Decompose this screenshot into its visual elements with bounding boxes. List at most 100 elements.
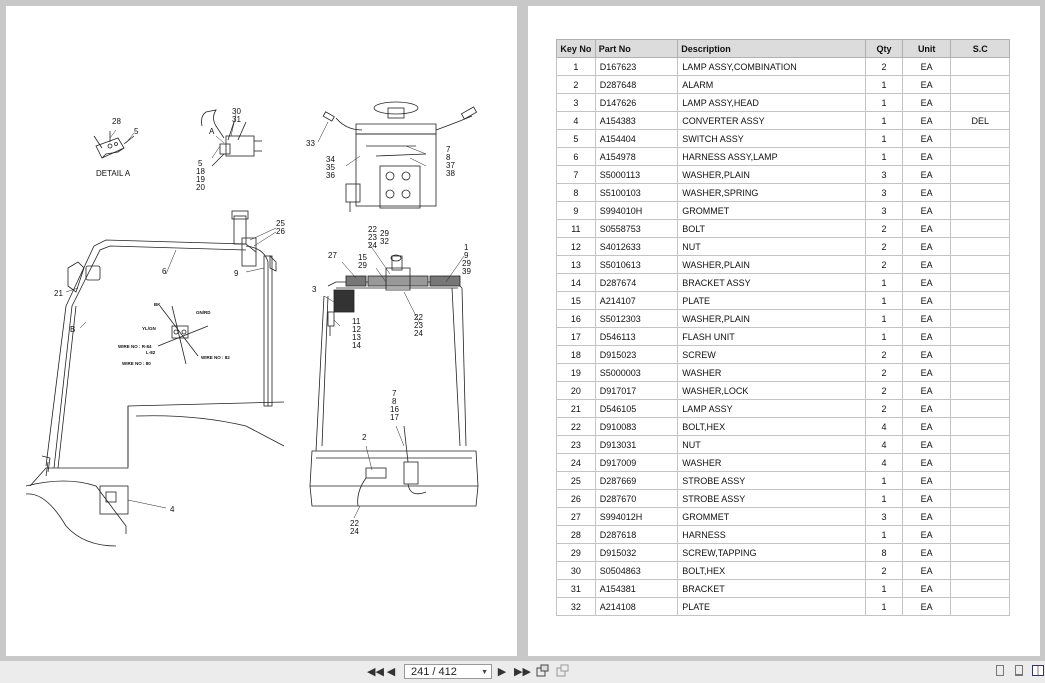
description-cell: LAMP ASSY,HEAD (677, 93, 867, 112)
qty-cell: 1 (865, 597, 903, 616)
rotate-icon[interactable] (535, 664, 549, 680)
description-cell: LAMP ASSY (677, 399, 867, 418)
parts-table: Key No Part No Description Qty Unit S.C … (556, 39, 1010, 616)
part-no-cell: S5000113 (594, 165, 679, 184)
part-no-cell: S0558753 (594, 219, 679, 238)
callout-19: 19 (196, 175, 205, 184)
parts-list-page: Key No Part No Description Qty Unit S.C … (528, 6, 1040, 656)
wire-label-ylgn: YL/GN (142, 326, 156, 331)
key-no-cell: 6 (556, 147, 596, 166)
part-no-cell: D287648 (594, 75, 679, 94)
key-no-cell: 28 (556, 525, 596, 544)
part-no-cell: A214107 (594, 291, 679, 310)
callout-26: 26 (276, 227, 285, 236)
key-no-cell: 20 (556, 381, 596, 400)
sc-cell (950, 75, 1010, 94)
qty-cell: 1 (865, 129, 903, 148)
callout-34: 34 (326, 155, 335, 164)
description-cell: WASHER,LOCK (677, 381, 867, 400)
unit-cell: EA (901, 381, 952, 400)
qty-cell: 4 (865, 417, 903, 436)
key-no-cell: 30 (556, 561, 596, 580)
part-no-cell: S5012303 (594, 309, 679, 328)
sc-cell (950, 543, 1010, 562)
part-no-cell: D287669 (594, 471, 679, 490)
description-cell: GROMMET (677, 201, 867, 220)
qty-cell: 1 (865, 309, 903, 328)
sc-cell (950, 381, 1010, 400)
key-no-cell: 18 (556, 345, 596, 364)
part-no-cell: D546113 (594, 327, 679, 346)
unit-cell: EA (901, 345, 952, 364)
chevron-down-icon[interactable]: ▼ (481, 669, 488, 676)
first-page-icon[interactable]: ◀◀ (367, 666, 384, 678)
key-no-cell: 14 (556, 273, 596, 292)
callout-16: 16 (390, 405, 399, 414)
sc-cell (950, 93, 1010, 112)
part-no-cell: D287618 (594, 525, 679, 544)
unit-cell: EA (901, 147, 952, 166)
single-page-view-icon[interactable] (996, 665, 1004, 676)
rotate-back-icon[interactable] (555, 664, 569, 680)
sc-cell (950, 525, 1010, 544)
key-no-cell: 26 (556, 489, 596, 508)
sc-cell (950, 129, 1010, 148)
key-no-cell: 7 (556, 165, 596, 184)
description-cell: STROBE ASSY (677, 489, 867, 508)
page-number-input[interactable]: 241 / 412 ▼ (404, 664, 492, 679)
key-no-cell: 24 (556, 453, 596, 472)
key-no-cell: 2 (556, 75, 596, 94)
column-header-qty: Qty (865, 39, 903, 58)
sc-cell (950, 435, 1010, 454)
description-cell: STROBE ASSY (677, 471, 867, 490)
wire-label-l82: L-82 (146, 350, 156, 355)
qty-cell: 2 (865, 561, 903, 580)
qty-cell: 2 (865, 255, 903, 274)
description-cell: BOLT (677, 219, 867, 238)
callout-13: 13 (352, 333, 361, 342)
unit-cell: EA (901, 507, 952, 526)
part-no-cell: S5010613 (594, 255, 679, 274)
two-page-view-icon[interactable] (1032, 665, 1044, 676)
qty-cell: 1 (865, 93, 903, 112)
sc-cell (950, 183, 1010, 202)
sc-cell (950, 147, 1010, 166)
part-no-cell: D546105 (594, 399, 679, 418)
description-cell: PLATE (677, 291, 867, 310)
key-no-cell: 3 (556, 93, 596, 112)
description-cell: WASHER (677, 453, 867, 472)
sc-cell (950, 291, 1010, 310)
qty-cell: 3 (865, 165, 903, 184)
callout-4: 4 (170, 505, 175, 514)
unit-cell: EA (901, 93, 952, 112)
next-page-icon[interactable]: ▶ (497, 666, 507, 678)
qty-cell: 3 (865, 183, 903, 202)
callout-12: 12 (352, 325, 361, 334)
qty-cell: 1 (865, 75, 903, 94)
sc-cell (950, 471, 1010, 490)
previous-page-icon[interactable]: ◀ (386, 666, 396, 678)
last-page-icon[interactable]: ▶▶ (514, 666, 531, 678)
column-header-key-no: Key No (556, 39, 596, 58)
description-cell: NUT (677, 435, 867, 454)
unit-cell: EA (901, 489, 952, 508)
part-no-cell: D913031 (594, 435, 679, 454)
callout-23b: 23 (414, 321, 423, 330)
key-no-cell: 16 (556, 309, 596, 328)
key-no-cell: 8 (556, 183, 596, 202)
sc-cell (950, 579, 1010, 598)
continuous-view-icon[interactable] (1015, 665, 1023, 676)
description-cell: BRACKET ASSY (677, 273, 867, 292)
description-cell: FLASH UNIT (677, 327, 867, 346)
part-no-cell: S0504863 (594, 561, 679, 580)
wire-label-80: WIRE NO : 80 (122, 361, 151, 366)
